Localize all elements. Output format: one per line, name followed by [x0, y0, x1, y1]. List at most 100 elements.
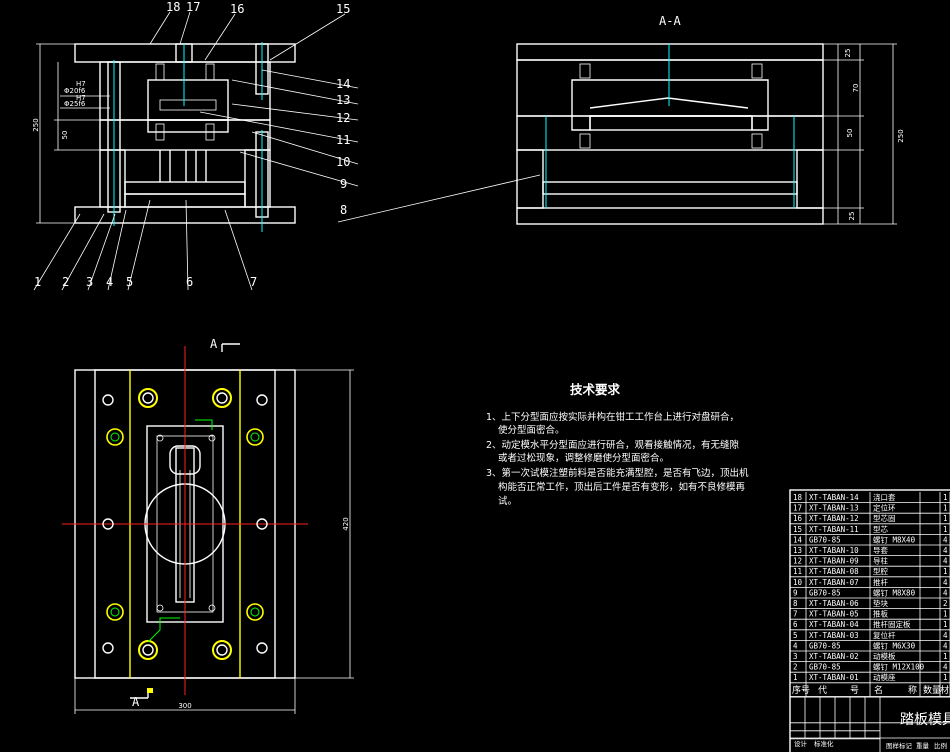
- bom-row-no: 17: [793, 504, 802, 513]
- bom-row-code: GB70-85: [809, 535, 841, 544]
- bom-row-code: GB70-85: [809, 641, 841, 650]
- bom-row-name: 螺钉 M8X40: [873, 534, 916, 544]
- callout-16: 16: [230, 2, 244, 16]
- bom-row-code: XT-TABAN-11: [809, 525, 859, 534]
- callout-3: 3: [86, 275, 93, 289]
- bom-row-no: 9: [793, 588, 798, 597]
- dim-plan-width: 300: [178, 702, 191, 710]
- dim-front-fit-2b: Φ25f6: [64, 100, 86, 108]
- bom-row-no: 4: [793, 641, 798, 650]
- bom-row-code: XT-TABAN-13: [809, 504, 859, 513]
- bom-row-code: XT-TABAN-04: [809, 620, 859, 629]
- bom-row-name: 复位杆: [873, 630, 896, 640]
- section-marker-bottom: A: [132, 695, 140, 709]
- callout-2: 2: [62, 275, 69, 289]
- bom-row-no: 3: [793, 652, 798, 661]
- tech-req-title: 技术要求: [570, 382, 621, 397]
- bom-row-no: 16: [793, 514, 803, 523]
- bom-row-qty: 1: [943, 610, 948, 619]
- bom-row-name: 型芯: [873, 524, 888, 534]
- callout-12: 12: [336, 111, 350, 125]
- callout-9: 9: [340, 177, 347, 191]
- tb-label-scale: 比例: [934, 741, 947, 750]
- dim-sec-70: 70: [852, 84, 860, 93]
- bom-row-qty: 2: [943, 599, 948, 608]
- bom-row-qty: 1: [943, 514, 948, 523]
- bom-row-name: 动模座: [873, 672, 896, 682]
- bom-header-cell: 序号: [792, 684, 810, 696]
- title-block-title: 踏板模具: [900, 712, 950, 728]
- dim-sec-50: 50: [846, 129, 854, 138]
- tb-label-mark: 图样标记: [886, 741, 913, 750]
- bom-row-qty: 1: [943, 525, 948, 534]
- bom-row-qty: 4: [943, 578, 948, 587]
- dim-front-fit-1: H7: [76, 80, 86, 88]
- bom-row-no: 7: [793, 610, 798, 619]
- bom-row-name: 推板: [873, 609, 888, 619]
- dim-sec-25-bot: 25: [848, 212, 856, 221]
- bom-row-qty: 4: [943, 663, 948, 672]
- bom-row-no: 6: [793, 620, 798, 629]
- bom-header-cell: 称: [908, 684, 917, 696]
- bom-header-cell: 材: [940, 684, 949, 696]
- bom-row-no: 11: [793, 567, 802, 576]
- bom-row-name: 垫块: [873, 598, 888, 608]
- bom-row-name: 推杆: [873, 577, 888, 587]
- bom-row-qty: 1: [943, 567, 948, 576]
- dim-front-50: 50: [61, 131, 69, 140]
- bom-row-no: 12: [793, 557, 802, 566]
- section-title: A-A: [659, 14, 681, 28]
- tech-req-line-2: 使分型面密合。: [498, 424, 565, 436]
- bom-row-qty: 1: [943, 620, 948, 629]
- bom-row-qty: 4: [943, 641, 948, 650]
- tb-label-weight: 重量: [916, 742, 930, 750]
- bom-row-qty: 4: [943, 535, 948, 544]
- tech-req-line-5: 3、第一次试模注塑前料是否能充满型腔，是否有飞边，顶出机: [486, 467, 749, 479]
- tb-label-design: 设计: [794, 739, 808, 748]
- bom-row-qty: 1: [943, 652, 948, 661]
- callout-18: 18: [166, 0, 180, 14]
- section-marker-top: A: [210, 337, 218, 351]
- bom-row-no: 1: [793, 673, 798, 682]
- bom-row-name: 定位环: [873, 503, 896, 513]
- callout-10: 10: [336, 155, 350, 169]
- bom-row-code: XT-TABAN-09: [809, 557, 859, 566]
- callout-17: 17: [186, 0, 200, 14]
- bom-row-qty: 1: [943, 504, 948, 513]
- tech-req-line-1: 1、上下分型面应按实际并构在钳工工作台上进行对盘研合，: [486, 411, 739, 423]
- bom-row-code: XT-TABAN-10: [809, 546, 859, 555]
- bom-row-qty: 4: [943, 631, 948, 640]
- bom-row-name: 螺钉 M8X80: [873, 587, 916, 597]
- callout-6: 6: [186, 275, 193, 289]
- callout-13: 13: [336, 93, 350, 107]
- bom-row-code: XT-TABAN-03: [809, 631, 859, 640]
- tech-req-line-4: 或者过松现象，调整修磨使分型面密合。: [498, 452, 669, 464]
- tech-req-line-7: 试。: [498, 495, 517, 507]
- callout-4: 4: [106, 275, 113, 289]
- bom-row-no: 18: [793, 493, 803, 502]
- bom-row-code: XT-TABAN-12: [809, 514, 859, 523]
- bom-row-no: 10: [793, 578, 803, 587]
- bom-row-name: 导套: [873, 545, 888, 555]
- dim-plan-height: 420: [342, 517, 350, 530]
- callout-15: 15: [336, 2, 350, 16]
- callout-7: 7: [250, 275, 257, 289]
- bom-row-no: 5: [793, 631, 798, 640]
- bom-row-no: 15: [793, 525, 802, 534]
- bom-row-code: XT-TABAN-08: [809, 567, 859, 576]
- callout-5: 5: [126, 275, 133, 289]
- callout-8: 8: [340, 203, 347, 217]
- bom-row-name: 螺钉 M6X30: [873, 640, 916, 650]
- bom-row-name: 型芯固: [873, 513, 896, 523]
- bom-row-no: 14: [793, 535, 803, 544]
- bom-header-cell: 名: [874, 684, 883, 696]
- bom-row-name: 动模板: [873, 651, 896, 661]
- bom-row-code: XT-TABAN-01: [809, 673, 859, 682]
- callout-1: 1: [34, 275, 41, 289]
- tb-label-standard: 标准化: [814, 739, 834, 748]
- bom-row-name: 浇口套: [873, 492, 896, 502]
- bom-row-qty: 4: [943, 546, 948, 555]
- bom-row-qty: 4: [943, 588, 948, 597]
